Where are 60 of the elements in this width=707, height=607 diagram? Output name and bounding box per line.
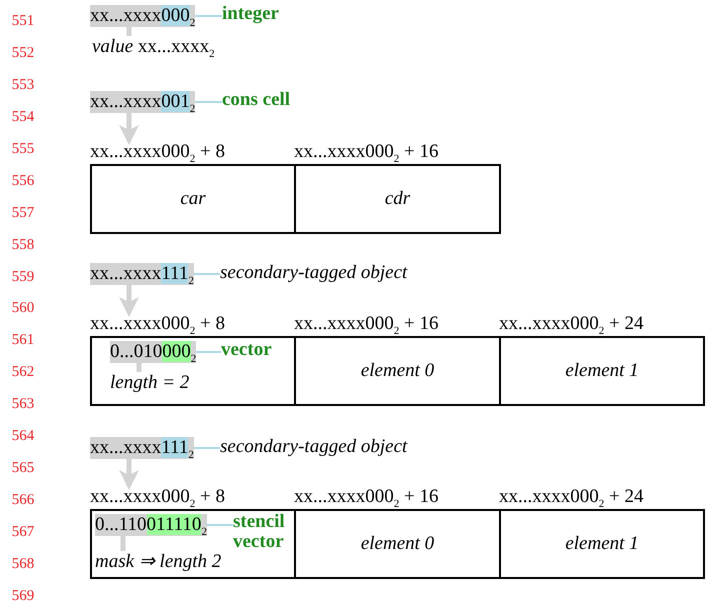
field-label: element 1 [564,533,640,555]
arrow [119,113,139,145]
field-note: value xx...xxxx$_{2}$ [92,36,215,58]
line-number: 561 [10,331,36,350]
type-label: stencil vector [233,512,293,552]
leader-line [194,447,220,449]
field-note: length = 2 [110,372,190,394]
address-label: xx...xxxx000$_{2}$ + 24 [499,486,644,508]
address-label: xx...xxxx000$_{2}$ + 8 [90,141,225,163]
field-label: cdr [384,188,412,210]
leader-line [126,27,132,36]
leader-line [136,363,142,372]
line-number: 552 [10,44,36,62]
line-number: 556 [10,172,36,190]
field-label: element 0 [360,533,436,555]
address-label: xx...xxxx000$_{2}$ + 16 [294,141,438,163]
tag-bits: xx...xxxx000$_{2}$ [90,5,196,27]
field-label: element 1 [564,360,640,382]
line-number: 560 [10,299,36,318]
line-number: 562 [10,363,36,382]
type-label: integer [222,4,279,24]
line-number: 565 [10,459,36,478]
field-note: secondary-tagged object [220,436,408,458]
line-number: 555 [10,140,36,158]
leader-line [206,524,233,526]
line-number: 567 [10,523,36,542]
address-label: xx...xxxx000$_{2}$ + 24 [499,313,644,335]
address-label: xx...xxxx000$_{2}$ + 16 [294,313,438,335]
address-label: xx...xxxx000$_{2}$ + 8 [90,486,225,508]
address-label: xx...xxxx000$_{2}$ + 8 [90,313,225,335]
type-label: vector [221,340,272,360]
tag-bits: xx...xxxx111$_{2}$ [90,263,194,285]
field-label: element 0 [360,360,436,382]
line-number: 559 [10,268,36,286]
arrow [119,459,139,490]
line-number: 551 [10,12,36,30]
tag-bits: 0...110011110$_{2}$ [95,514,207,536]
line-number: 563 [10,395,36,414]
field-note: mask ⇒ length 2 [95,551,222,573]
tag-bits: 0...010000$_{2}$ [110,341,196,363]
line-number: 566 [10,491,36,510]
line-number: 568 [10,554,36,573]
type-label: cons cell [222,90,290,110]
field-label: car [179,188,207,210]
address-label: xx...xxxx000$_{2}$ + 16 [294,486,438,508]
field-note: secondary-tagged object [220,262,408,284]
leader-line [194,273,220,275]
leader-line [195,101,222,103]
line-number: 564 [10,427,36,446]
line-number: 553 [10,76,36,94]
tag-bits: xx...xxxx001$_{2}$ [90,91,196,113]
line-number: 558 [10,236,36,254]
leader-line [195,15,222,17]
leader-line [196,351,221,353]
leader-line [120,536,126,551]
arrow [119,285,139,317]
line-number: 557 [10,204,36,222]
line-number: 554 [10,108,36,126]
tag-bits: xx...xxxx111$_{2}$ [90,437,194,459]
line-number: 569 [10,586,36,605]
